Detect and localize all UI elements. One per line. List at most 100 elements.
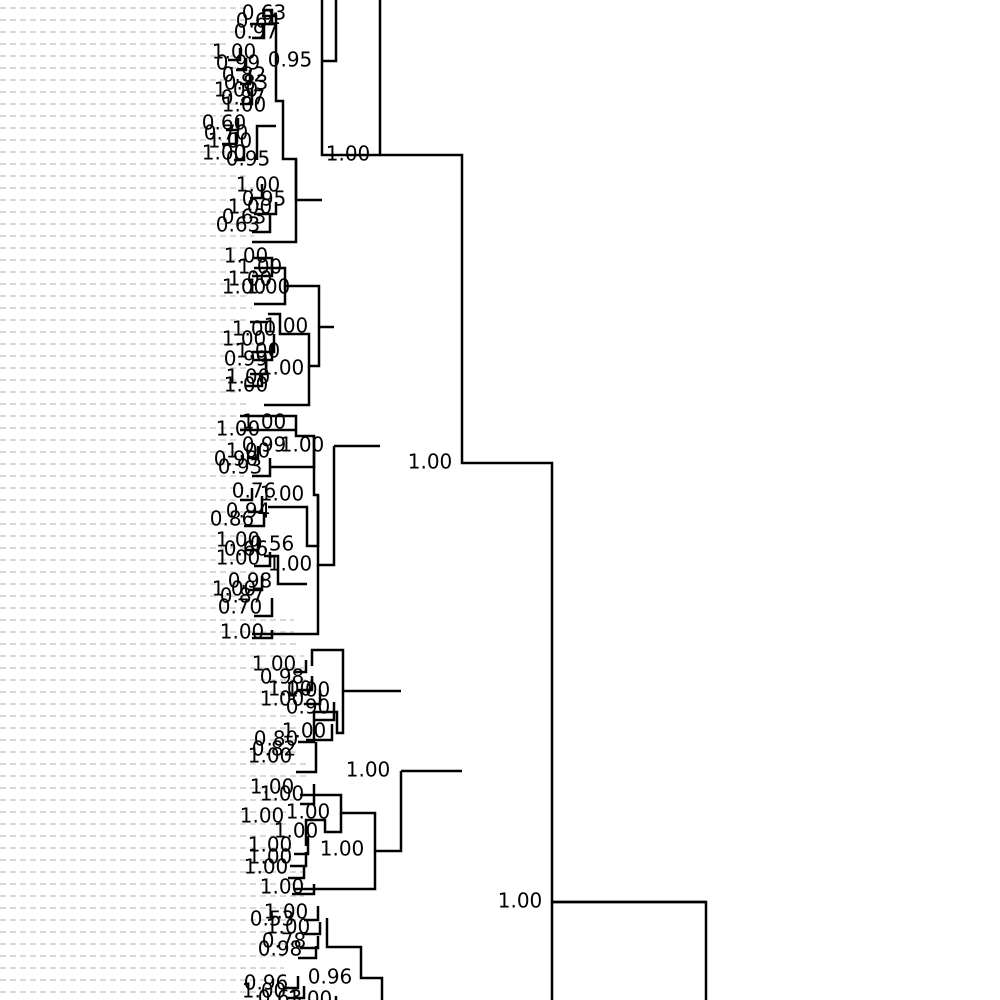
support-value-label: 1.00 — [266, 915, 311, 939]
support-value-label: 0.82 — [252, 737, 297, 761]
support-value-label: 0.78 — [262, 929, 307, 953]
support-value-label: 1.00 — [264, 900, 309, 924]
support-value-label: 0.70 — [204, 121, 249, 145]
support-value-label: 1.00 — [224, 373, 269, 397]
support-value-label: 1.00 — [216, 528, 261, 552]
leaf-leader-lines — [0, 7, 314, 993]
support-value-label: 1.00 — [214, 78, 259, 102]
branch-clade-2d — [264, 366, 311, 407]
support-value-label: 1.00 — [228, 195, 273, 219]
support-value-label: 1.00 — [498, 889, 543, 913]
support-value-label: 1.00 — [274, 819, 319, 843]
support-value-label: 0.66 — [224, 537, 269, 561]
support-value-label: 0.99 — [216, 51, 261, 75]
support-value-label: 0.63 — [222, 205, 267, 229]
support-value-label: 0.95 — [226, 147, 271, 171]
branch-clade-b-top — [310, 648, 401, 693]
support-value-label: 1.00 — [260, 356, 305, 380]
support-value-label: 1.00 — [224, 244, 269, 268]
support-value-label: 0.96 — [244, 971, 289, 995]
support-value-label: 1.00 — [244, 855, 289, 879]
support-value-label: 1.00 — [260, 687, 305, 711]
support-value-label: 0.64 — [236, 9, 281, 33]
support-value-label: 0.80 — [254, 727, 299, 751]
branch-clade-1c — [255, 124, 276, 160]
branch-clade-1b — [252, 159, 298, 244]
branch-clade-2b — [254, 286, 287, 306]
branch-clade-2c — [268, 312, 321, 368]
support-value-label: 0.99 — [224, 347, 269, 371]
support-value-label: 1.00 — [216, 546, 261, 570]
support-value-label: 0.96 — [308, 965, 353, 989]
branch-clade-2 — [254, 266, 334, 329]
tips-c — [284, 906, 338, 1000]
support-value-label: 1.00 — [326, 142, 371, 166]
tips-1 — [222, 8, 278, 234]
support-value-label: 0.86 — [210, 507, 255, 531]
support-value-label: 1.00 — [226, 439, 271, 463]
branch-clade-3 — [240, 414, 336, 567]
branch-clade-c-mid — [325, 918, 384, 1000]
support-value-label: 1.00 — [282, 719, 327, 743]
support-value-label: 0.53 — [250, 907, 295, 931]
support-value-label: 1.00 — [260, 482, 305, 506]
support-value-label: 1.00 — [216, 417, 261, 441]
branch-clade-3c — [268, 495, 320, 548]
branch-clade-b-mid — [298, 691, 345, 744]
support-value-label: 1.00 — [240, 804, 285, 828]
support-value-label: 0.98 — [258, 937, 303, 961]
support-value-label: 0.90 — [286, 695, 331, 719]
tips-3 — [240, 428, 296, 640]
support-value-label: 1.00 — [408, 450, 453, 474]
tree-branches — [222, 0, 708, 1000]
support-value-label: 1.00 — [280, 433, 325, 457]
support-value-label: 1.00 — [252, 652, 297, 676]
support-value-label: 0.95 — [242, 187, 287, 211]
branch-root — [378, 0, 708, 1000]
support-value-label: 0.98 — [228, 569, 273, 593]
support-value-label: 1.00 — [248, 833, 293, 857]
support-value-label: 1.00 — [238, 255, 283, 279]
support-value-label: 0.99 — [242, 433, 287, 457]
support-value-label: 1.00 — [222, 327, 267, 351]
support-value-label: 1.00 — [208, 129, 253, 153]
support-value-label: 1.00 — [320, 837, 365, 861]
support-value-label: 1.00 — [236, 173, 281, 197]
support-value-label: 1.00 — [232, 317, 277, 341]
branch-clade-3d — [252, 565, 320, 636]
support-value-label: 0.82 — [222, 63, 267, 87]
support-value-label: 0.93 — [218, 455, 263, 479]
support-value-label: 0.60 — [202, 111, 247, 135]
support-value-label: 0.63 — [216, 213, 261, 237]
support-value-label: 1.00 — [220, 620, 265, 644]
support-value-label: 1.00 — [250, 775, 295, 799]
support-value-label: 1.00 — [202, 141, 247, 165]
support-value-label: 0.87 — [221, 86, 266, 110]
support-value-label: 0.70 — [218, 595, 263, 619]
support-value-label: 1.00 — [288, 987, 333, 1000]
tips-b — [288, 660, 336, 896]
branch-clade-3b — [270, 436, 316, 469]
support-value-label: 1.00 — [242, 979, 287, 1000]
support-value-label: 1.00 — [248, 744, 293, 768]
support-value-label: 1.00 — [260, 782, 305, 806]
support-value-label: 1.00 — [212, 577, 257, 601]
support-value-label: 1.00 — [264, 314, 309, 338]
support-value-label: 0.63 — [242, 1, 287, 25]
support-value-label: 0.98 — [260, 665, 305, 689]
support-value-label: 1.00 — [246, 275, 291, 299]
support-value-label: 1.00 — [236, 339, 281, 363]
support-value-label: 0.76 — [232, 479, 277, 503]
tips-2 — [246, 256, 276, 388]
support-value-label: 1.00 — [212, 40, 257, 64]
support-value-label: 1.00 — [286, 678, 331, 702]
branch-clade-b-low3 — [304, 813, 343, 846]
support-value-label: 0.94 — [226, 499, 271, 523]
support-value-label: 0.87 — [220, 584, 265, 608]
support-value-label: 1.00 — [226, 365, 271, 389]
support-value-label: 1.00 — [286, 800, 331, 824]
support-value-label: 0.95 — [268, 48, 313, 72]
branch-clade-b-low — [300, 771, 403, 853]
support-value-label: 1.00 — [346, 758, 391, 782]
